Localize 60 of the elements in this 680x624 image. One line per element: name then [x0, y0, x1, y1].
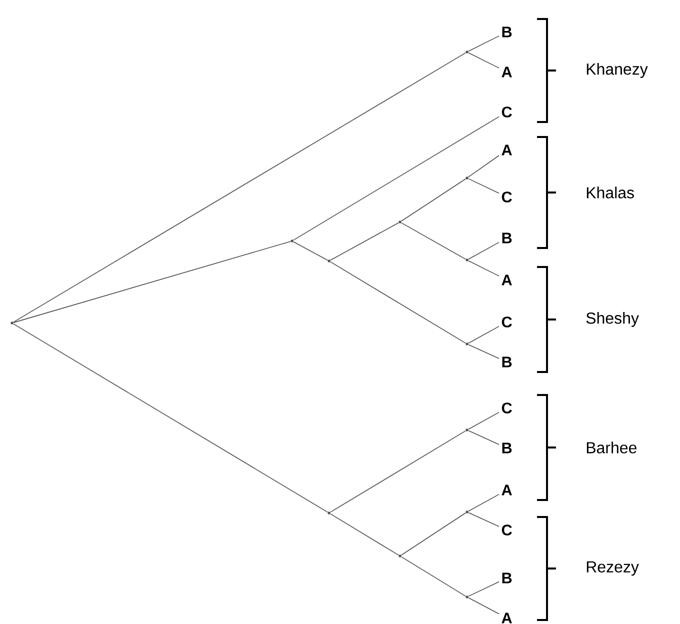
- branch-line: [468, 155, 500, 178]
- branch-line: [293, 241, 328, 261]
- group-label: Barhee: [586, 442, 636, 454]
- leaf-label: A: [502, 612, 512, 624]
- leaf-label: A: [502, 484, 512, 496]
- branch-line: [468, 52, 500, 68]
- leaf-label: C: [502, 192, 512, 202]
- branch-line: [330, 222, 399, 261]
- branch-line: [468, 326, 500, 344]
- branch-point: [328, 260, 330, 262]
- leaf-label: A: [502, 144, 512, 156]
- leaf-label: B: [502, 232, 512, 244]
- branch-point: [466, 50, 468, 54]
- group-label: Sheshy: [586, 312, 639, 327]
- branch-point: [328, 512, 330, 514]
- leaf-label: B: [502, 26, 512, 38]
- leaf-label: C: [502, 106, 512, 118]
- leaf-label: A: [502, 66, 512, 78]
- branch-line: [400, 512, 466, 556]
- branch-point: [398, 220, 402, 224]
- branch-line: [468, 260, 500, 276]
- branch-point: [466, 176, 468, 180]
- branch-line: [468, 178, 500, 194]
- branch-point: [466, 596, 468, 598]
- leaf-label: C: [502, 402, 512, 414]
- branch-point: [290, 240, 294, 242]
- branch-point: [10, 322, 14, 324]
- branch-line: [468, 430, 500, 445]
- branch-point: [466, 428, 468, 432]
- group-label: Khanezy: [586, 63, 648, 78]
- leaf-label: C: [502, 524, 512, 536]
- branch-line: [468, 581, 500, 597]
- branch-point: [466, 258, 468, 262]
- group-label: Rezezy: [586, 561, 639, 576]
- leaf-label: B: [502, 442, 512, 454]
- leaf-label: B: [502, 572, 512, 584]
- branch-line: [330, 430, 466, 513]
- branch-line: [12, 323, 328, 513]
- branch-point: [466, 342, 468, 346]
- branch-line: [468, 512, 500, 527]
- leaf-label: C: [502, 316, 512, 328]
- branch-line: [292, 116, 500, 241]
- branch-line: [330, 261, 466, 344]
- branch-line: [400, 178, 466, 222]
- branch-line: [468, 494, 500, 512]
- branch-line: [468, 242, 500, 260]
- leaf-label: A: [502, 274, 512, 286]
- branch-line: [468, 597, 500, 614]
- group-label: Khalas: [586, 186, 634, 198]
- branch-line: [330, 513, 400, 556]
- branch-line: [468, 36, 500, 52]
- leaf-label: B: [502, 356, 512, 368]
- branch-line: [468, 344, 500, 359]
- branch-line: [13, 241, 291, 323]
- branch-line: [468, 412, 500, 430]
- branch-line: [400, 556, 466, 597]
- branch-line: [401, 222, 466, 260]
- branch-point: [398, 554, 402, 558]
- branch-line: [12, 52, 466, 323]
- branch-point: [466, 510, 468, 514]
